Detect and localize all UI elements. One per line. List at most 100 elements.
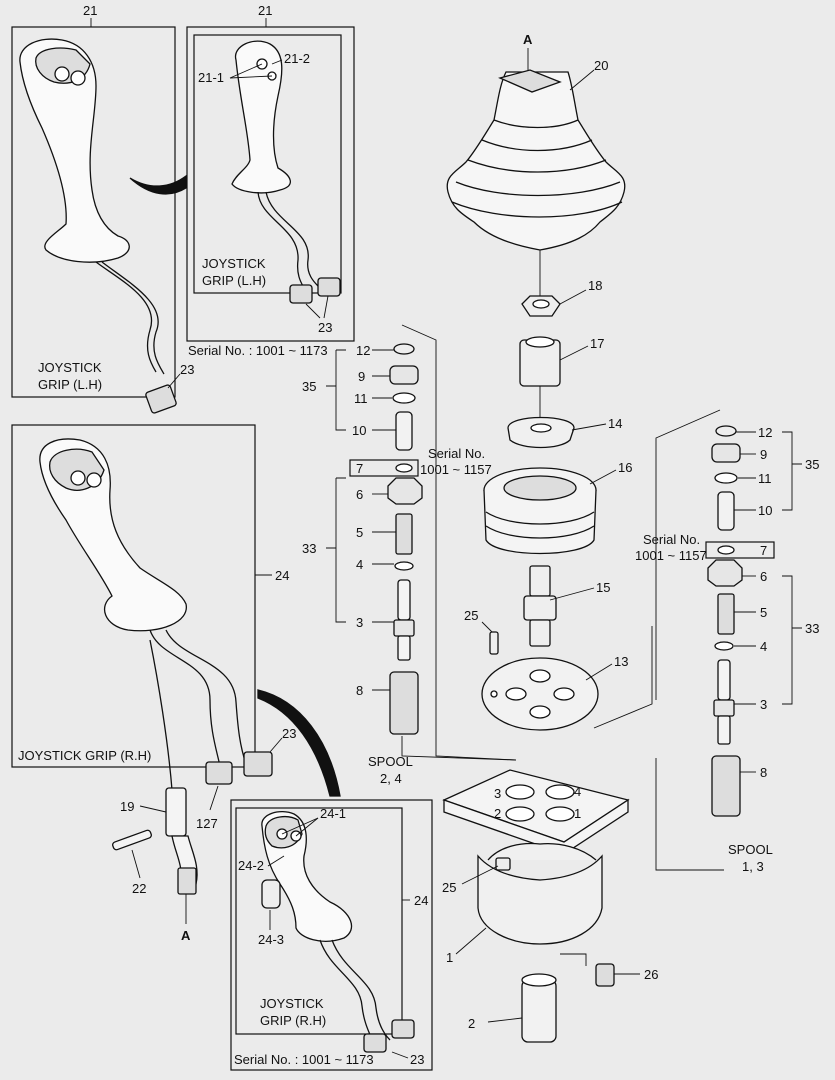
label-22: 22 <box>132 881 146 896</box>
arrow-rh <box>257 689 341 797</box>
label-18: 18 <box>588 278 602 293</box>
label-23-rh-inner: 23 <box>410 1052 424 1067</box>
label-14: 14 <box>608 416 622 431</box>
spool-right-2: 1, 3 <box>742 859 764 874</box>
screw-15 <box>523 565 557 647</box>
label-12-right: 12 <box>758 425 772 440</box>
label-24-inner: 24 <box>414 893 428 908</box>
hole-label-4: 4 <box>574 784 581 799</box>
spool-left-1: SPOOL <box>368 754 413 769</box>
lh-serial-frame <box>186 26 355 342</box>
serial-rh: Serial No. : 1001 ~ 1173 <box>234 1052 374 1067</box>
plate-14 <box>507 416 575 449</box>
label-25-body: 25 <box>442 880 456 895</box>
label-19: 19 <box>120 799 134 814</box>
arrow-lh <box>129 174 187 195</box>
lh-connector <box>145 384 177 414</box>
label-25-top: 25 <box>464 608 478 623</box>
label-21-outer: 21 <box>83 3 97 18</box>
boot-16 <box>483 467 597 555</box>
label-4-left: 4 <box>356 557 363 572</box>
label-21-2: 21-2 <box>284 51 310 66</box>
serial-right-1: Serial No. <box>643 532 700 547</box>
label-12-left: 12 <box>356 343 370 358</box>
spool-left-2: 2, 4 <box>380 771 402 786</box>
label-6-right: 6 <box>760 569 767 584</box>
label-16: 16 <box>618 460 632 475</box>
label-24-2: 24-2 <box>238 858 264 873</box>
label-7-right: 7 <box>760 543 767 558</box>
hole-label-1: 1 <box>574 806 581 821</box>
lh-inner-grip-label-2: GRIP (L.H) <box>202 273 266 288</box>
lh-serial-inner-frame <box>193 34 342 294</box>
lever-19 <box>165 787 198 895</box>
label-15: 15 <box>596 580 610 595</box>
label-20: 20 <box>594 58 608 73</box>
label-21-1: 21-1 <box>198 70 224 85</box>
label-8-right: 8 <box>760 765 767 780</box>
label-9-left: 9 <box>358 369 365 384</box>
label-33-right: 33 <box>805 621 819 636</box>
rh-serial-joystick-grip <box>261 811 415 1053</box>
boot-20 <box>446 69 626 251</box>
label-24-1: 24-1 <box>320 806 346 821</box>
label-5-left: 5 <box>356 525 363 540</box>
serial-left-2: 1001 ~ 1157 <box>420 462 492 477</box>
label-1: 1 <box>446 950 453 965</box>
label-A-top: A <box>523 32 533 47</box>
lh-grip-frame <box>11 26 176 398</box>
rh-grip-frame <box>11 424 256 768</box>
label-17: 17 <box>590 336 604 351</box>
pin-25-top <box>489 631 499 655</box>
label-10-right: 10 <box>758 503 772 518</box>
lh-joystick-grip <box>19 38 165 375</box>
plug-26 <box>595 963 615 987</box>
label-24: 24 <box>275 568 289 583</box>
rh-grip-label: JOYSTICK GRIP (R.H) <box>18 748 151 763</box>
left-spool-parts <box>387 343 423 735</box>
right-7-frame <box>705 541 775 559</box>
rh-inner-grip-label-2: GRIP (R.H) <box>260 1013 326 1028</box>
label-2: 2 <box>468 1016 475 1031</box>
label-21-inner: 21 <box>258 3 272 18</box>
nut-18 <box>521 295 561 317</box>
label-9-right: 9 <box>760 447 767 462</box>
label-3-left: 3 <box>356 615 363 630</box>
serial-right-2: 1001 ~ 1157 <box>635 548 707 563</box>
label-33-left: 33 <box>302 541 316 556</box>
label-35-left: 35 <box>302 379 316 394</box>
label-11-left: 11 <box>354 391 368 406</box>
body-1 <box>442 769 630 945</box>
lh-grip-label-2: GRIP (L.H) <box>38 377 102 392</box>
plug-25-body <box>495 857 511 871</box>
label-23-lh-inner: 23 <box>318 320 332 335</box>
rh-inner-grip-label-1: JOYSTICK <box>260 996 324 1011</box>
label-10-left: 10 <box>352 423 366 438</box>
rh-joystick-grip <box>39 438 247 791</box>
pin-22 <box>112 829 152 851</box>
lh-inner-grip-label-1: JOYSTICK <box>202 256 266 271</box>
label-13: 13 <box>614 654 628 669</box>
label-6-left: 6 <box>356 487 363 502</box>
label-4-right: 4 <box>760 639 767 654</box>
label-35-right: 35 <box>805 457 819 472</box>
label-23-lh-outer: 23 <box>180 362 194 377</box>
label-127: 127 <box>196 816 218 831</box>
serial-lh: Serial No. : 1001 ~ 1173 <box>188 343 328 358</box>
hole-label-3: 3 <box>494 786 501 801</box>
coupling-17 <box>519 336 561 387</box>
label-A-bottom: A <box>181 928 191 943</box>
label-11-right: 11 <box>758 471 772 486</box>
rh-connectors <box>205 751 273 785</box>
right-spool-parts <box>707 425 743 817</box>
label-26: 26 <box>644 967 658 982</box>
lh-grip-label-1: JOYSTICK <box>38 360 102 375</box>
label-8-left: 8 <box>356 683 363 698</box>
left-7-frame <box>349 459 419 477</box>
label-5-right: 5 <box>760 605 767 620</box>
label-24-3: 24-3 <box>258 932 284 947</box>
sleeve-2 <box>521 973 557 1043</box>
label-7-left: 7 <box>356 461 363 476</box>
plate-13 <box>481 657 599 731</box>
